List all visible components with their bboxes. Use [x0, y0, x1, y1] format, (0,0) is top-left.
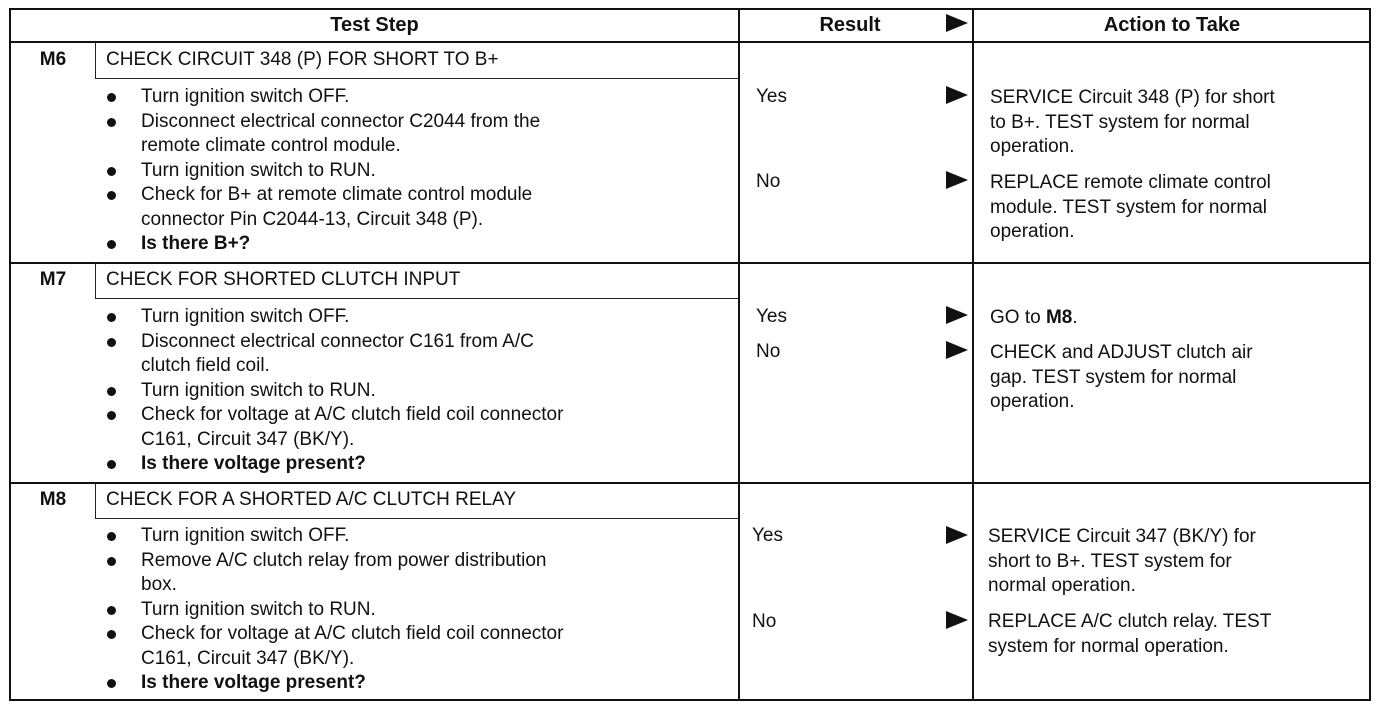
step-title: CHECK FOR A SHORTED A/C CLUTCH RELAY [106, 489, 516, 510]
result-arrow-icon [946, 341, 968, 359]
m8-title-divider [95, 518, 738, 519]
result-no: No [756, 171, 781, 192]
bullet-icon [107, 117, 116, 127]
action-text: SERVICE Circuit 347 (BK/Y) for short to … [988, 526, 1256, 596]
bullet-item: Check for voltage at A/C clutch field co… [103, 403, 563, 452]
bullet-icon [107, 532, 116, 541]
bullet-item: Turn ignition switch OFF. [103, 524, 563, 549]
result-no: No [752, 611, 777, 632]
result-arrow-icon [946, 86, 968, 104]
bullet-item: Turn ignition switch OFF. [103, 85, 540, 110]
result-yes: Yes [752, 525, 783, 546]
m6-bottom-divider [9, 262, 1371, 264]
bullet-icon [107, 386, 116, 396]
bullet-icon [107, 337, 116, 347]
m7-bottom-divider [9, 482, 1371, 484]
bullet-icon [107, 605, 116, 615]
step-title: CHECK FOR SHORTED CLUTCH INPUT [106, 269, 461, 290]
bullet-icon [107, 411, 116, 420]
step-bullet-list: Turn ignition switch OFF. Remove A/C clu… [103, 524, 563, 696]
bullet-question: Is there B+? [103, 232, 540, 257]
test-step-result-divider [738, 8, 740, 701]
header-divider [9, 41, 1371, 43]
step-bullet-list: Turn ignition switch OFF. Disconnect ele… [103, 85, 540, 257]
bullet-item: Disconnect electrical connector C2044 fr… [103, 110, 540, 159]
action-text: SERVICE Circuit 348 (P) for short to B+.… [990, 87, 1275, 157]
result-arrow-icon [946, 306, 968, 324]
step-bullet-list: Turn ignition switch OFF. Disconnect ele… [103, 305, 563, 477]
result-action-divider [972, 8, 974, 701]
header-result: Result [819, 14, 881, 36]
bullet-item: Turn ignition switch OFF. [103, 305, 563, 330]
bullet-icon [107, 191, 116, 200]
m7-id-divider [95, 263, 96, 298]
bullet-item: Remove A/C clutch relay from power distr… [103, 549, 563, 598]
bullet-item: Turn ignition switch to RUN. [103, 159, 540, 184]
header-arrow-icon [946, 14, 968, 32]
action-text: GO to M8. [990, 307, 1078, 328]
step-title: CHECK CIRCUIT 348 (P) FOR SHORT TO B+ [106, 49, 499, 70]
result-no: No [756, 341, 781, 362]
m8-id-divider [95, 483, 96, 518]
header-test-step: Test Step [330, 14, 419, 36]
goto-step-link: M8 [1045, 307, 1073, 328]
m6-title-divider [95, 78, 738, 79]
bullet-question: Is there voltage present? [103, 452, 563, 477]
action-text: REPLACE A/C clutch relay. TEST system fo… [988, 611, 1272, 657]
bullet-icon [107, 240, 116, 249]
bullet-icon [107, 166, 116, 176]
step-id: M7 [39, 269, 67, 290]
bullet-item: Disconnect electrical connector C161 fro… [103, 330, 563, 379]
action-text: REPLACE remote climate control module. T… [990, 172, 1271, 242]
bullet-question: Is there voltage present? [103, 671, 563, 696]
bullet-item: Turn ignition switch to RUN. [103, 379, 563, 404]
result-arrow-icon [946, 171, 968, 189]
action-text: CHECK and ADJUST clutch air gap. TEST sy… [990, 342, 1253, 412]
bullet-icon [107, 679, 116, 688]
result-yes: Yes [756, 306, 787, 327]
m6-id-divider [95, 42, 96, 78]
header-action: Action to Take [1103, 14, 1241, 36]
bullet-item: Check for B+ at remote climate control m… [103, 183, 540, 232]
bullet-icon [107, 313, 116, 322]
step-id: M6 [39, 49, 67, 70]
bullet-icon [107, 93, 116, 102]
bullet-item: Turn ignition switch to RUN. [103, 598, 563, 623]
bullet-item: Check for voltage at A/C clutch field co… [103, 622, 563, 671]
result-yes: Yes [756, 86, 787, 107]
m7-title-divider [95, 298, 738, 299]
bullet-icon [107, 460, 116, 469]
diagnostic-table [9, 8, 1371, 701]
result-arrow-icon [946, 611, 968, 629]
step-id: M8 [39, 489, 67, 510]
bullet-icon [107, 556, 116, 566]
bullet-icon [107, 630, 116, 639]
result-arrow-icon [946, 526, 968, 544]
